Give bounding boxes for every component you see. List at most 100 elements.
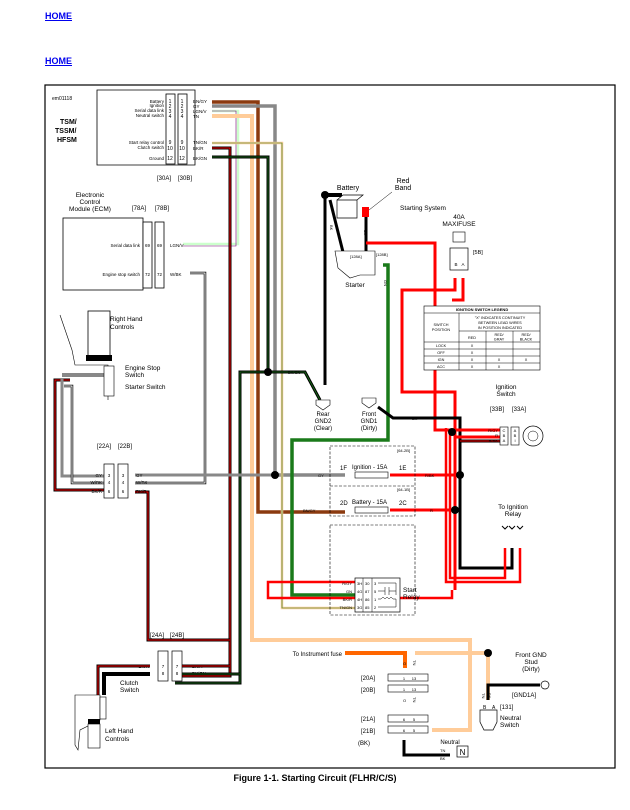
relay-num: 1	[374, 597, 377, 602]
wire-bk-r	[175, 146, 232, 678]
red-band	[362, 207, 369, 217]
tsm-module: TSM/ TSSM/ HFSM Battery Ignition Serial …	[55, 89, 207, 182]
battery-label: Battery	[337, 185, 360, 192]
wire-label: R	[495, 433, 498, 438]
wire-label: W/BK	[136, 480, 148, 485]
starting-system-title: Starting System	[400, 205, 446, 212]
relay-schematic-icon	[378, 582, 397, 608]
fuse-icon	[354, 506, 389, 514]
legend-row-position: OFF	[437, 351, 445, 355]
front-gnd-label: GND1	[361, 419, 378, 425]
tsm-pin-label: Start relay control	[129, 140, 164, 145]
tsm-pin-num: 9	[181, 140, 184, 146]
connector-30b: [30B]	[178, 176, 192, 182]
pin-a: A	[461, 262, 464, 267]
home-link-secondary[interactable]: HOME	[45, 56, 72, 66]
wire-label: BK/GN	[193, 156, 207, 161]
instrument-connectors: To Instrument fuse O TN [20A] [20B] 1 13…	[293, 652, 429, 747]
pin-num: 6	[108, 489, 111, 494]
relay-terminal: 87	[365, 589, 370, 594]
ignition-switch-label: Ignition	[496, 384, 517, 391]
neutral-switch-label: Neutral	[500, 715, 522, 722]
wire-bn-gy	[212, 100, 345, 514]
fuse-terminal: 2C	[399, 501, 407, 507]
tsm-pin-num: 3	[181, 109, 184, 115]
right-hand-controls: Right Hand Controls Engine Stop Switch S…	[59, 310, 166, 499]
ecm-pin-num: 69	[145, 243, 151, 248]
wire-label: BK	[440, 756, 446, 761]
front-gnd-icon	[361, 397, 377, 409]
pin-letter: A	[503, 438, 506, 443]
tsm-pin-num: 2	[181, 104, 184, 110]
to-instrument-fuse-label: To Instrument fuse	[293, 652, 343, 658]
ecm-module: Electronic Control Module (ECM) [78A] [7…	[62, 192, 184, 291]
tsm-pin-num: 10	[167, 146, 173, 152]
pin-letter: A	[492, 705, 496, 711]
tsm-pin-num: 2	[169, 104, 172, 110]
ignition-switch-legend: IGNITION SWITCH LEGEND "X" INDICATES CON…	[423, 305, 541, 371]
ecm-name: Electronic	[76, 192, 105, 199]
rear-gnd-icon	[315, 399, 331, 411]
figure-caption: Figure 1-1. Starting Circuit (FLHR/C/S)	[233, 773, 397, 783]
maxifuse-label: 40A	[453, 214, 465, 221]
neutral-switch-icon	[479, 709, 498, 731]
legend-cell: X	[525, 358, 528, 362]
wire-label: TN/GN	[193, 140, 207, 145]
front-gnd-stud-label: Stud	[524, 659, 538, 666]
wire-label: TN	[193, 114, 199, 119]
legend-note: "X" INDICATES CONTINUITY	[475, 316, 526, 320]
fuse-icon	[354, 471, 389, 479]
engine-stop-switch-label: Engine Stop	[125, 365, 161, 372]
legend-row-position: IGN	[438, 358, 445, 362]
wire-label: GY	[136, 473, 143, 478]
wire-label: GN	[383, 280, 388, 286]
ignition-switch-label: Switch	[496, 391, 516, 398]
connector-20a: [20A]	[361, 676, 375, 682]
connector-128a: [128A]	[350, 254, 362, 259]
rear-gnd-label: Rear	[316, 412, 329, 418]
pin-num: 6	[122, 489, 125, 494]
pin-letter: B	[514, 433, 517, 438]
wire-label: GN	[346, 589, 352, 594]
connector-78b: [78B]	[155, 206, 169, 212]
ecm-pin-num: 72	[145, 272, 151, 277]
wire-label: LGN/V	[193, 109, 207, 114]
pin-letter: I	[514, 438, 515, 443]
pin-num: 7	[176, 664, 179, 669]
wire-label: BN/GY	[303, 508, 316, 513]
wire-label: BN/GY	[193, 99, 207, 104]
pin-num: 1	[403, 687, 406, 692]
pin-b: B	[454, 262, 457, 267]
wire-label: R/GY	[488, 428, 498, 433]
to-ignition-relay-label: To Ignition	[498, 504, 528, 511]
lhc-name: Left Hand	[105, 728, 134, 735]
pin-num: 5	[413, 728, 416, 733]
rear-gnd-label: (Clear)	[314, 426, 332, 432]
home-link[interactable]: HOME	[45, 11, 72, 21]
relay-cavity: 4H	[357, 597, 362, 602]
pin-letter: B	[483, 705, 487, 711]
legend-col-red: RED	[468, 336, 476, 340]
tsm-pin-label: Ignition	[149, 103, 164, 108]
front-gnd-label: (Dirty)	[361, 426, 377, 432]
ground-stud-icon	[540, 680, 550, 690]
tsm-pin-num: 3	[169, 109, 172, 115]
ecm-name: Control	[80, 199, 102, 206]
connector-78a: [78A]	[132, 206, 146, 212]
fuse-name: Ignition - 15A	[352, 465, 387, 471]
wire-label: TN	[412, 697, 417, 702]
pin-num: 4	[122, 480, 125, 485]
tsm-name-3: HFSM	[57, 137, 77, 144]
tsm-name-1: TSM/	[60, 119, 77, 126]
connector-22b: [22B]	[118, 444, 132, 450]
start-relay: 3H 4G 4H 3G 30 87 86 85 3 5 1 2 R/GY GN …	[329, 524, 420, 616]
front-gnd-stud-label: (Dirty)	[522, 666, 540, 673]
rhc-name: Right Hand	[110, 316, 143, 323]
ecm-pin-num: 72	[157, 272, 163, 277]
wire-label: BK	[363, 230, 368, 236]
wire-label: BK	[412, 416, 418, 421]
wire-gn	[290, 263, 390, 597]
tsm-pin-num: 4	[181, 114, 184, 120]
starter-switch-label: Starter Switch	[125, 384, 166, 391]
red-band-label: Red	[397, 178, 410, 185]
